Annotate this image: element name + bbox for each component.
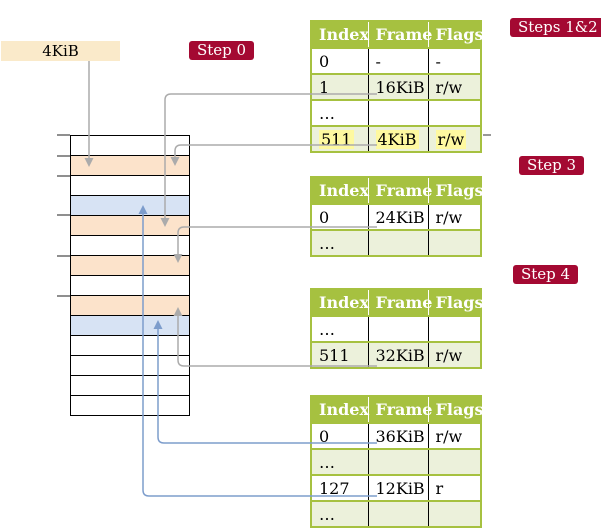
table-cell xyxy=(367,99,428,126)
table-header-index: Index xyxy=(311,289,369,316)
highlighted-value: r/w xyxy=(435,129,467,149)
table-header-index: Index xyxy=(311,396,369,423)
table-row: … xyxy=(311,229,481,256)
table-cell xyxy=(427,448,481,475)
memory-row-12kib-data xyxy=(71,196,189,216)
table-cell xyxy=(367,500,428,527)
table-header-flags: Flags xyxy=(427,177,484,204)
frame-4kib-pointer-box: 4KiB xyxy=(1,41,120,61)
table-cell: 0 xyxy=(311,47,368,74)
table-cell: r/w xyxy=(427,422,481,449)
table-cell: … xyxy=(311,315,368,342)
table-cell: 16KiB xyxy=(367,73,428,100)
memory-row-40kib-white xyxy=(71,336,189,356)
badge-step-3: Step 3 xyxy=(519,156,585,175)
table-cell xyxy=(367,448,428,475)
memory-tick xyxy=(57,175,70,177)
memory-row-28kib-white xyxy=(71,276,189,296)
table-cell: 511 xyxy=(311,125,368,152)
table-cell xyxy=(367,315,428,342)
memory-row-8kib-white xyxy=(71,176,189,196)
table-cell: r/w xyxy=(427,203,481,230)
table-cell: 4KiB xyxy=(367,125,428,152)
memory-tick xyxy=(57,155,70,157)
memory-row-52kib-white xyxy=(71,396,189,415)
memory-row-24kib-pagetable xyxy=(71,256,189,276)
table-cell: r/w xyxy=(427,73,481,100)
table-cell: … xyxy=(311,99,368,126)
badge-step-0: Step 0 xyxy=(189,41,255,60)
memory-row-44kib-white xyxy=(71,356,189,376)
table-cell: - xyxy=(367,47,428,74)
table-cell: 12KiB xyxy=(367,474,428,501)
table-cell: r/w xyxy=(427,341,481,368)
table-cell: 511 xyxy=(311,341,368,368)
table-cell: 32KiB xyxy=(367,341,428,368)
table-cell: … xyxy=(311,500,368,527)
table-cell: 0 xyxy=(311,422,368,449)
memory-row-16kib-pagetable xyxy=(71,216,189,236)
memory-row-4kib-pagetable xyxy=(71,156,189,176)
table-cell: r/w xyxy=(427,125,481,152)
table-cell: 24KiB xyxy=(367,203,428,230)
table-cell xyxy=(427,229,481,256)
table-row: 511 4KiB r/w xyxy=(311,125,481,152)
table-cell xyxy=(427,500,481,527)
table-cell: r xyxy=(427,474,481,501)
table-cell xyxy=(367,229,428,256)
table-cell: 127 xyxy=(311,474,368,501)
table-cell: … xyxy=(311,229,368,256)
highlighted-value: 4KiB xyxy=(375,129,419,149)
memory-tick xyxy=(57,134,70,136)
memory-tick xyxy=(57,255,70,257)
memory-row-32kib-pagetable xyxy=(71,296,189,316)
memory-row-36kib-data xyxy=(71,316,189,336)
table-cell: 1 xyxy=(311,73,368,100)
table-cell: 0 xyxy=(311,203,368,230)
memory-tick xyxy=(57,295,70,297)
table-row: 0-- xyxy=(311,47,481,74)
table-header-frame: Frame xyxy=(367,177,432,204)
table-header-frame: Frame xyxy=(367,21,432,48)
table-header-flags: Flags xyxy=(427,396,484,423)
badge-step-4: Step 4 xyxy=(513,265,579,284)
table-header-flags: Flags xyxy=(427,289,484,316)
memory-row-48kib-white xyxy=(71,376,189,396)
table-cell: … xyxy=(311,448,368,475)
badge-steps-1-2: Steps 1&2 xyxy=(510,18,601,37)
table-header-index: Index xyxy=(311,177,369,204)
table-header-flags: Flags xyxy=(427,21,484,48)
memory-tick xyxy=(57,214,70,216)
table-header-frame: Frame xyxy=(367,396,432,423)
physical-memory-stack xyxy=(70,135,190,416)
table-header-index: Index xyxy=(311,21,369,48)
memory-row-20kib-white xyxy=(71,236,189,256)
table-cell: 36KiB xyxy=(367,422,428,449)
table-cell: - xyxy=(427,47,481,74)
table-row: … xyxy=(311,448,481,475)
table-row: … xyxy=(311,315,481,342)
table-row: … xyxy=(311,99,481,126)
memory-row-0kib-white xyxy=(71,136,189,156)
table-cell xyxy=(427,315,481,342)
frame-4kib-pointer-label: 4KiB xyxy=(42,42,79,60)
table-header-frame: Frame xyxy=(367,289,432,316)
table-row: … xyxy=(311,500,481,527)
table-cell xyxy=(427,99,481,126)
highlighted-value: 511 xyxy=(319,129,354,149)
